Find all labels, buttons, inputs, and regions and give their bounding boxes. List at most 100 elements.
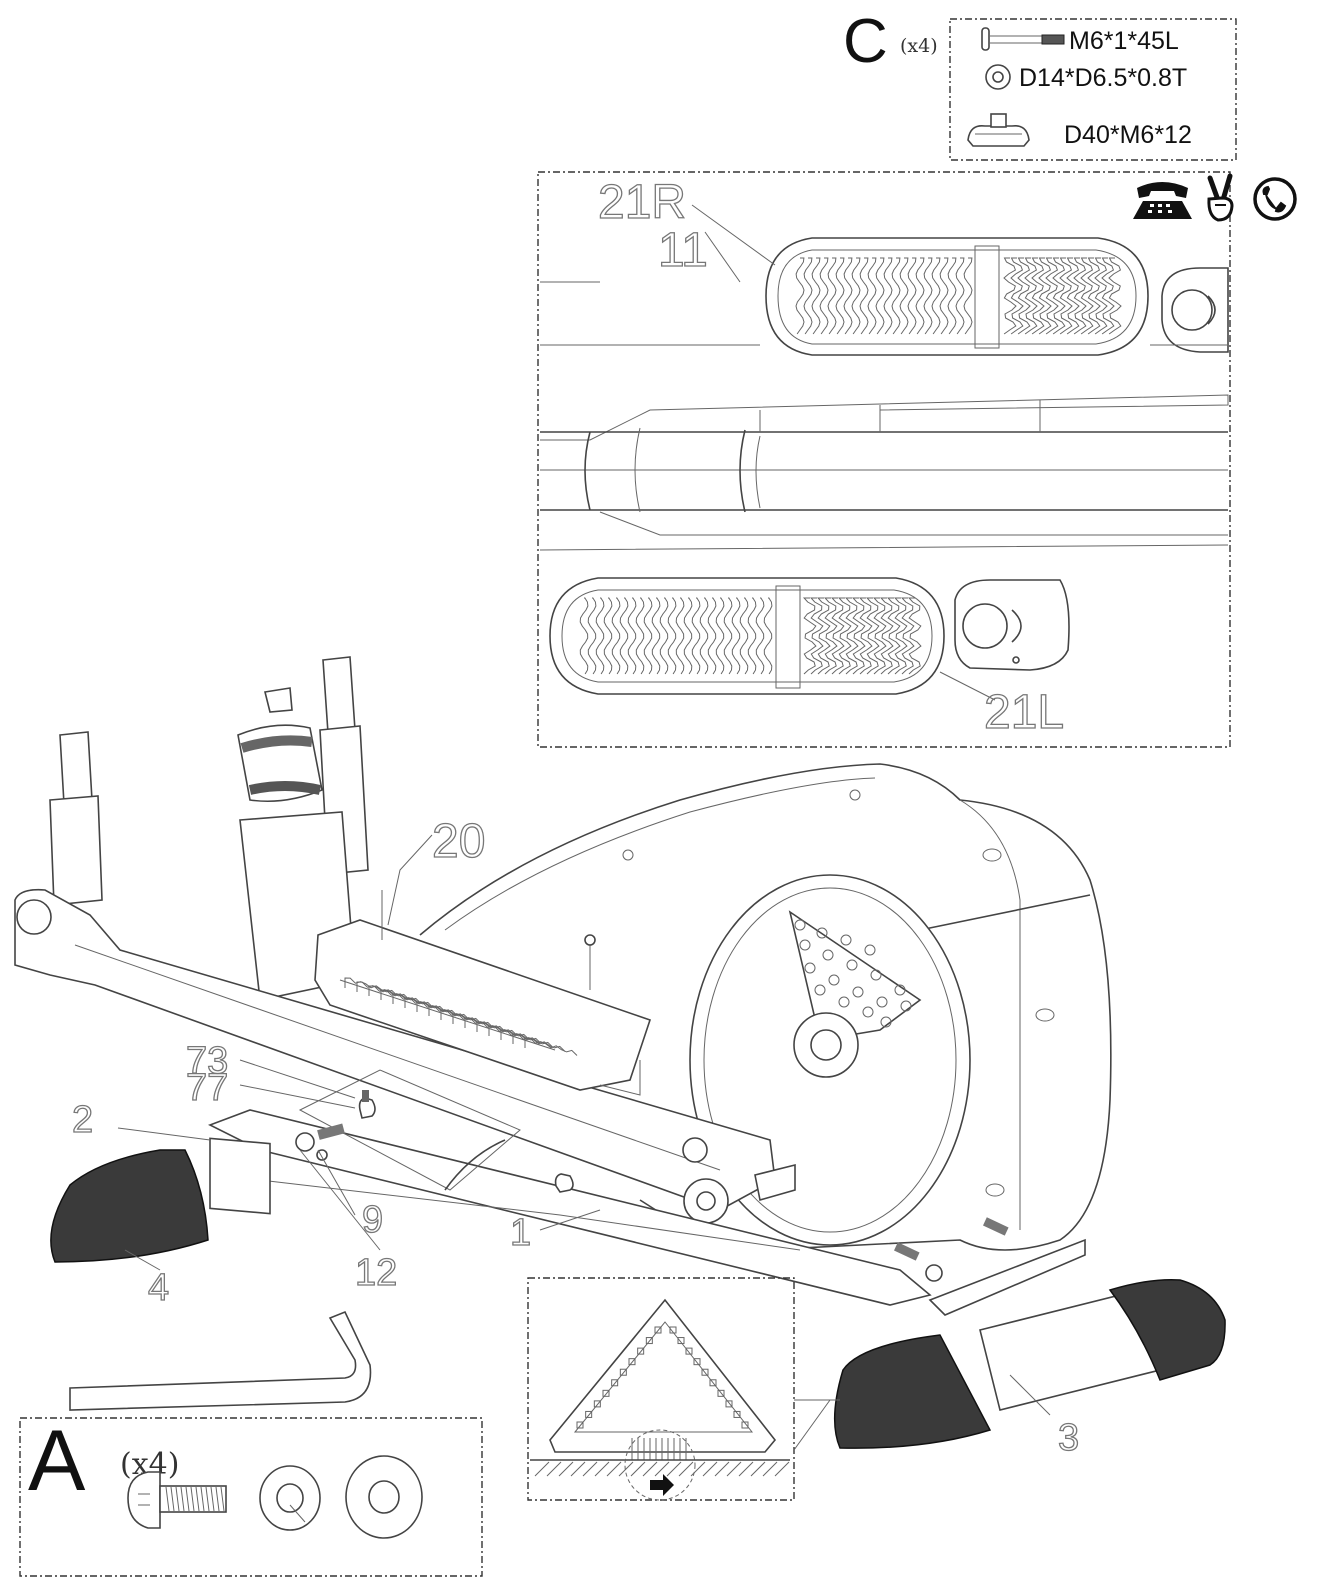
tread-groove: [1108, 257, 1122, 335]
tread-groove: [819, 257, 829, 335]
tread-groove: [844, 597, 859, 675]
part-label-9: 9: [362, 1199, 383, 1241]
tread-groove: [715, 597, 725, 675]
tread-groove: [947, 257, 957, 335]
wheel-tooth: [593, 1400, 601, 1408]
part-label-1: 1: [510, 1212, 531, 1254]
tread-groove: [512, 1033, 566, 1052]
kit-c-quantity: (x4): [900, 35, 938, 57]
tread-groove: [811, 257, 821, 335]
tread-groove: [739, 597, 749, 675]
tread-groove: [923, 257, 933, 335]
tread-groove: [939, 257, 949, 335]
allen-key: [69, 1310, 372, 1411]
tread-groove: [723, 597, 733, 675]
vent-hole: [864, 944, 876, 956]
kit-a-frame: [19, 1417, 483, 1577]
tread-groove: [500, 1029, 554, 1048]
frame-rails: [539, 281, 1229, 551]
tread-groove: [867, 257, 877, 335]
tread-groove: [1003, 257, 1017, 335]
arrow-right-icon: [650, 1474, 674, 1496]
tread-groove: [1094, 257, 1108, 335]
wheel-tooth: [741, 1421, 749, 1429]
tread-groove: [886, 597, 901, 675]
tread-groove: [1038, 257, 1052, 335]
tread-groove: [643, 597, 653, 675]
tread-groove: [667, 597, 677, 675]
vent-hole: [870, 969, 882, 981]
part-label-12: 12: [355, 1252, 397, 1294]
floor-hatch-line: [690, 1461, 706, 1477]
wheel-tooth: [637, 1347, 645, 1355]
tread-groove: [809, 597, 824, 675]
floor-hatch-line: [534, 1461, 550, 1477]
hardware-kit-c: C (x4) M6*1*45L D14*D6.5*0.8T D40*M6*12: [843, 7, 1237, 161]
vent-hole: [799, 939, 811, 951]
bolt-thread-line: [185, 1486, 190, 1512]
bolt-thread-line: [210, 1486, 215, 1512]
vent-hole: [876, 996, 888, 1008]
vent-hole: [828, 974, 840, 986]
tread-groove: [1066, 257, 1080, 335]
wheel-tooth: [576, 1421, 584, 1429]
vent-hole: [852, 986, 864, 998]
pedal-detail-view: 21R 11 21L: [537, 171, 1297, 748]
base-rail: [208, 1069, 932, 1306]
tread-groove: [907, 257, 917, 335]
victory-hand-icon: [1207, 173, 1234, 222]
pedal-detail-frame: [537, 171, 1231, 748]
vent-hole: [838, 996, 850, 1008]
right-pedal-21r: [765, 237, 1229, 356]
bolt-thread-line: [220, 1486, 225, 1512]
tread-groove: [651, 597, 661, 675]
bolt-thread-line: [175, 1486, 180, 1512]
tread-groove: [816, 597, 831, 675]
tread-groove: [900, 597, 915, 675]
tread-groove: [879, 597, 894, 675]
pedal-arm: [14, 888, 796, 1224]
rear-stabilizer: [833, 1238, 1226, 1449]
floor-hatch-line: [702, 1461, 718, 1477]
vent-hole: [814, 984, 826, 996]
tread-groove: [1073, 257, 1087, 335]
floor-hatch-line: [678, 1461, 694, 1477]
tread-groove: [587, 597, 597, 675]
tread-groove: [699, 597, 709, 675]
tread-groove: [1087, 257, 1101, 335]
tread-groove: [747, 597, 757, 675]
wheel-tooth: [654, 1326, 662, 1334]
tread-groove: [893, 597, 908, 675]
socket-bolt-icon: [127, 1471, 227, 1529]
tread-groove: [659, 597, 669, 675]
wheel-tooth: [725, 1400, 733, 1408]
wheel-detail-frame: [527, 1277, 795, 1501]
floor-hatch-line: [726, 1461, 742, 1477]
bolt-thread-line: [215, 1486, 220, 1512]
floor-hatch-line: [714, 1461, 730, 1477]
wheel-tooth: [693, 1358, 701, 1366]
wheel-tooth: [709, 1379, 717, 1387]
bolt-thread-line: [190, 1486, 195, 1512]
bolt-thread-line: [165, 1486, 170, 1512]
vent-hole: [804, 962, 816, 974]
floor-hatch-line: [642, 1461, 658, 1477]
spring-washer-icon: [259, 1465, 321, 1531]
tread-groove: [837, 597, 852, 675]
wheel-detail-inset: [527, 1277, 840, 1501]
bolt-thread-line: [180, 1486, 185, 1512]
floor-hatch-line: [738, 1461, 754, 1477]
tread-groove: [611, 597, 621, 675]
vent-hole: [862, 1006, 874, 1018]
upright-posts: [49, 656, 369, 1001]
tread-groove: [899, 257, 909, 335]
vent-hole: [822, 949, 834, 961]
tread-groove: [524, 1037, 578, 1056]
washer-icon: [985, 64, 1011, 90]
pedal-assembly: [314, 919, 652, 1096]
part-label-4: 4: [148, 1267, 169, 1309]
bolt-thread-line: [200, 1486, 205, 1512]
tread-groove: [963, 257, 973, 335]
tread-groove: [851, 257, 861, 335]
tread-groove: [635, 597, 645, 675]
